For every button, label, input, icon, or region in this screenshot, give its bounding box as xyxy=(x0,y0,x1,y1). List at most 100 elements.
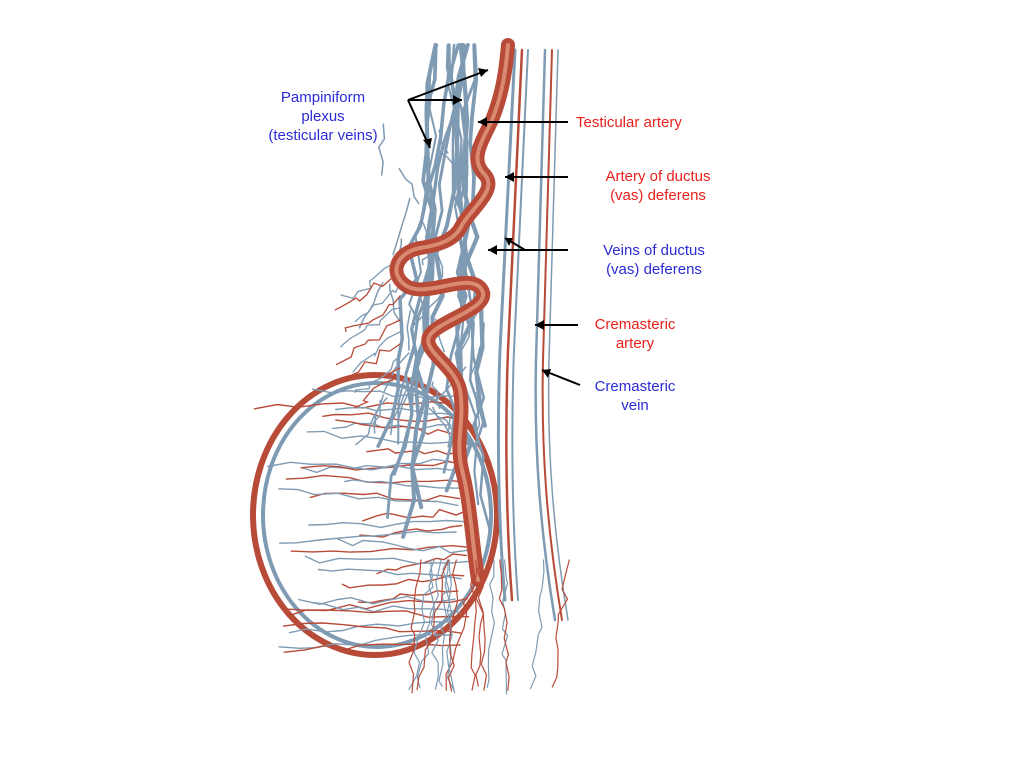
plexus-connector xyxy=(437,150,464,175)
lower-strand xyxy=(551,559,570,688)
side-vessel xyxy=(352,331,401,373)
testis-branch xyxy=(288,608,470,618)
testis-branch xyxy=(278,633,453,650)
arrow-pampiniform-1 xyxy=(407,69,489,101)
testis-branch xyxy=(300,458,451,474)
cremasteric-artery-vessel xyxy=(541,49,563,621)
lower-strand xyxy=(438,559,450,687)
side-vessel xyxy=(344,295,401,333)
plexus-connector xyxy=(435,225,444,278)
artery-of-ductus-vessel xyxy=(505,48,524,602)
lower-strand xyxy=(476,559,488,691)
testis xyxy=(250,372,500,658)
label-line: Cremasteric xyxy=(594,316,676,333)
lower-strand xyxy=(416,559,450,691)
side-vessel xyxy=(332,343,401,386)
lower-strand xyxy=(486,559,496,688)
testis-branch xyxy=(332,422,452,430)
lower-strand xyxy=(447,559,459,692)
plexus-connector xyxy=(438,129,449,154)
plexus-vein xyxy=(397,43,439,445)
plexus-connector xyxy=(398,168,420,205)
side-vessel xyxy=(354,367,401,409)
plexus-connector xyxy=(431,381,441,410)
plexus-connector xyxy=(469,322,485,377)
label-line: (testicular veins) xyxy=(268,127,378,144)
label-artery-of-ductus: Artery of ductus (vas) deferens xyxy=(578,167,738,205)
plexus-connector xyxy=(358,282,384,329)
side-vessel xyxy=(354,283,401,323)
label-line: plexus xyxy=(301,108,345,125)
testis-branch xyxy=(341,574,465,589)
label-line: Testicular artery xyxy=(576,114,682,131)
plexus-connector xyxy=(389,283,401,322)
plexus-connector xyxy=(432,406,454,446)
lower-strands xyxy=(408,559,570,695)
lower-strand xyxy=(529,559,545,690)
plexus-vein xyxy=(442,43,477,474)
testis-capsule-vein xyxy=(261,381,493,649)
plexus-connector xyxy=(377,123,386,176)
label-line: (vas) deferens xyxy=(610,187,706,204)
plexus-vein xyxy=(392,43,460,476)
testis-branch xyxy=(283,643,461,653)
lower-strand xyxy=(408,559,422,694)
testis-branch xyxy=(309,492,461,502)
plexus-connector xyxy=(411,290,444,328)
side-vessel xyxy=(335,319,401,366)
cremasteric-vein-vessel xyxy=(534,48,557,622)
plexus-connector xyxy=(406,310,412,351)
testis-branch xyxy=(336,538,469,554)
label-line: Veins of ductus xyxy=(603,242,705,259)
testis-branch xyxy=(308,519,468,529)
testis-branch xyxy=(278,488,459,507)
lower-strand xyxy=(408,559,435,690)
plexus-connector xyxy=(426,153,430,191)
label-line: vein xyxy=(621,397,649,414)
lower-strand xyxy=(444,559,455,691)
plexus-connector xyxy=(392,197,411,256)
lower-strand xyxy=(445,559,478,691)
label-line: (vas) deferens xyxy=(606,261,702,278)
testis-branch xyxy=(362,508,465,522)
testis-branch xyxy=(335,419,455,435)
label-pampiniform-plexus: Pampiniform plexus (testicular veins) xyxy=(248,88,398,145)
testis-branch xyxy=(344,479,464,489)
testis-branch xyxy=(285,474,471,484)
arrow-heads xyxy=(423,68,551,378)
plexus-connector xyxy=(374,394,384,424)
testis-branch xyxy=(253,401,452,410)
label-veins-of-ductus: Veins of ductus (vas) deferens xyxy=(574,241,734,279)
side-vessel xyxy=(334,271,401,311)
testis-branch xyxy=(317,568,462,580)
plexus-connector xyxy=(396,360,421,423)
testis-branch xyxy=(267,461,460,472)
plexus-connector xyxy=(474,392,481,432)
lower-strand xyxy=(501,559,509,695)
plexus-connector xyxy=(383,352,410,393)
testis-capsule-artery xyxy=(250,372,500,658)
ductus-bundle xyxy=(496,48,569,622)
lower-strand xyxy=(469,559,477,691)
plexus-connector xyxy=(355,397,388,446)
label-line: Artery of ductus xyxy=(605,168,711,185)
label-line: Pampiniform xyxy=(280,89,366,106)
lower-strand xyxy=(428,559,439,690)
label-cremasteric-vein: Cremasteric vein xyxy=(580,377,690,415)
label-line: artery xyxy=(615,335,655,352)
testis-branch xyxy=(288,621,453,634)
side-vessel xyxy=(354,355,401,394)
label-cremasteric-artery: Cremasteric artery xyxy=(580,315,690,353)
lower-strand xyxy=(498,559,510,691)
testis-branch xyxy=(279,530,457,544)
plexus-connector xyxy=(390,376,413,436)
label-testicular-artery: Testicular artery xyxy=(576,113,682,132)
lower-strand xyxy=(475,559,484,687)
lower-strand xyxy=(416,559,442,689)
side-vessel xyxy=(340,307,401,348)
testis-branch xyxy=(306,430,469,445)
testicular-artery-vessel xyxy=(389,38,515,587)
testis-branch xyxy=(304,555,471,565)
